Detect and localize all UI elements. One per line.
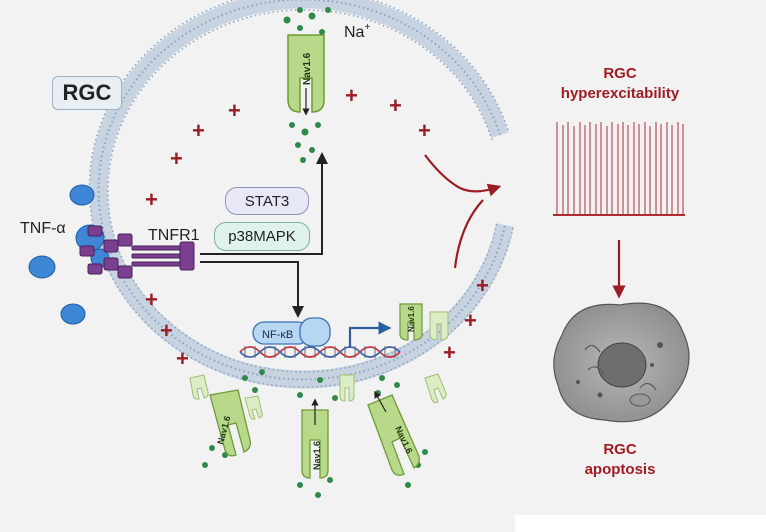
nav16-label: Nav1.6 [312,441,322,470]
nfkb-complex: NF-κB [252,317,331,347]
apoptosis-line2: apoptosis [584,461,656,478]
plus-sign: + [170,146,183,171]
dna-strand [239,346,401,358]
hyperexcitability-title: RGC hyperexcitability [545,64,695,104]
plus-sign: + [476,273,489,298]
plus-sign: + [418,118,431,143]
rgc-label: RGC [62,80,112,105]
plus-sign: + [145,187,158,212]
spike-train [553,122,685,216]
nav16-channel-bottom-right: Nav1.6 [367,390,420,476]
curved-red-arrow-lower [453,199,484,269]
hyperexcitability-line2: hyperexcitability [560,85,680,102]
plus-sign: + [176,346,189,371]
plus-sign: + [228,98,241,123]
nav16-channel-top: Nav1.6 [287,34,325,116]
hyperexcitability-line1: RGC [603,65,637,82]
plus-sign: + [464,308,477,333]
sodium-label: Na+ [344,22,370,41]
p38mapk-label: p38MAPK [228,228,296,245]
curved-red-arrow [424,154,502,197]
tnfr1-label: TNFR1 [148,227,200,244]
bottom-strip [515,515,766,532]
tnfr1-receptor [79,225,195,279]
plus-sign: + [160,318,173,343]
nav16-channels-faded [189,373,447,420]
stat3-pill: STAT3 [225,187,309,215]
nfkb-label: NF-κB [262,329,293,341]
apoptosis-line1: RGC [603,441,637,458]
plus-sign: + [389,93,402,118]
stat3-label: STAT3 [244,192,290,210]
nav16-channel-new: Nav1.6 [399,303,449,341]
sodium-ions [202,7,428,498]
nav16-channel-bottom-middle: Nav1.6 [301,398,329,479]
positive-charges: + + + + + + + + + + + + + [145,83,489,371]
apoptosis-title: RGC apoptosis [570,440,670,480]
p38mapk-pill: p38MAPK [214,222,310,251]
plus-sign: + [443,340,456,365]
signal-arrow-to-nfkb [200,261,304,318]
nav16-label: Nav1.6 [407,306,416,332]
signal-arrow-to-nav [200,152,328,255]
nav16-label: Nav1.6 [302,52,313,85]
rgc-label-box: RGC [52,76,122,110]
apoptotic-cell [553,302,690,423]
plus-sign: + [192,118,205,143]
transcription-arrow [348,321,392,348]
plus-sign: + [145,287,158,312]
tnf-alpha-label: TNF-α [20,220,66,237]
plus-sign: + [345,83,358,108]
nav16-channel-bottom-left: Nav1.6 [209,389,252,457]
dna-rungs [244,346,396,358]
